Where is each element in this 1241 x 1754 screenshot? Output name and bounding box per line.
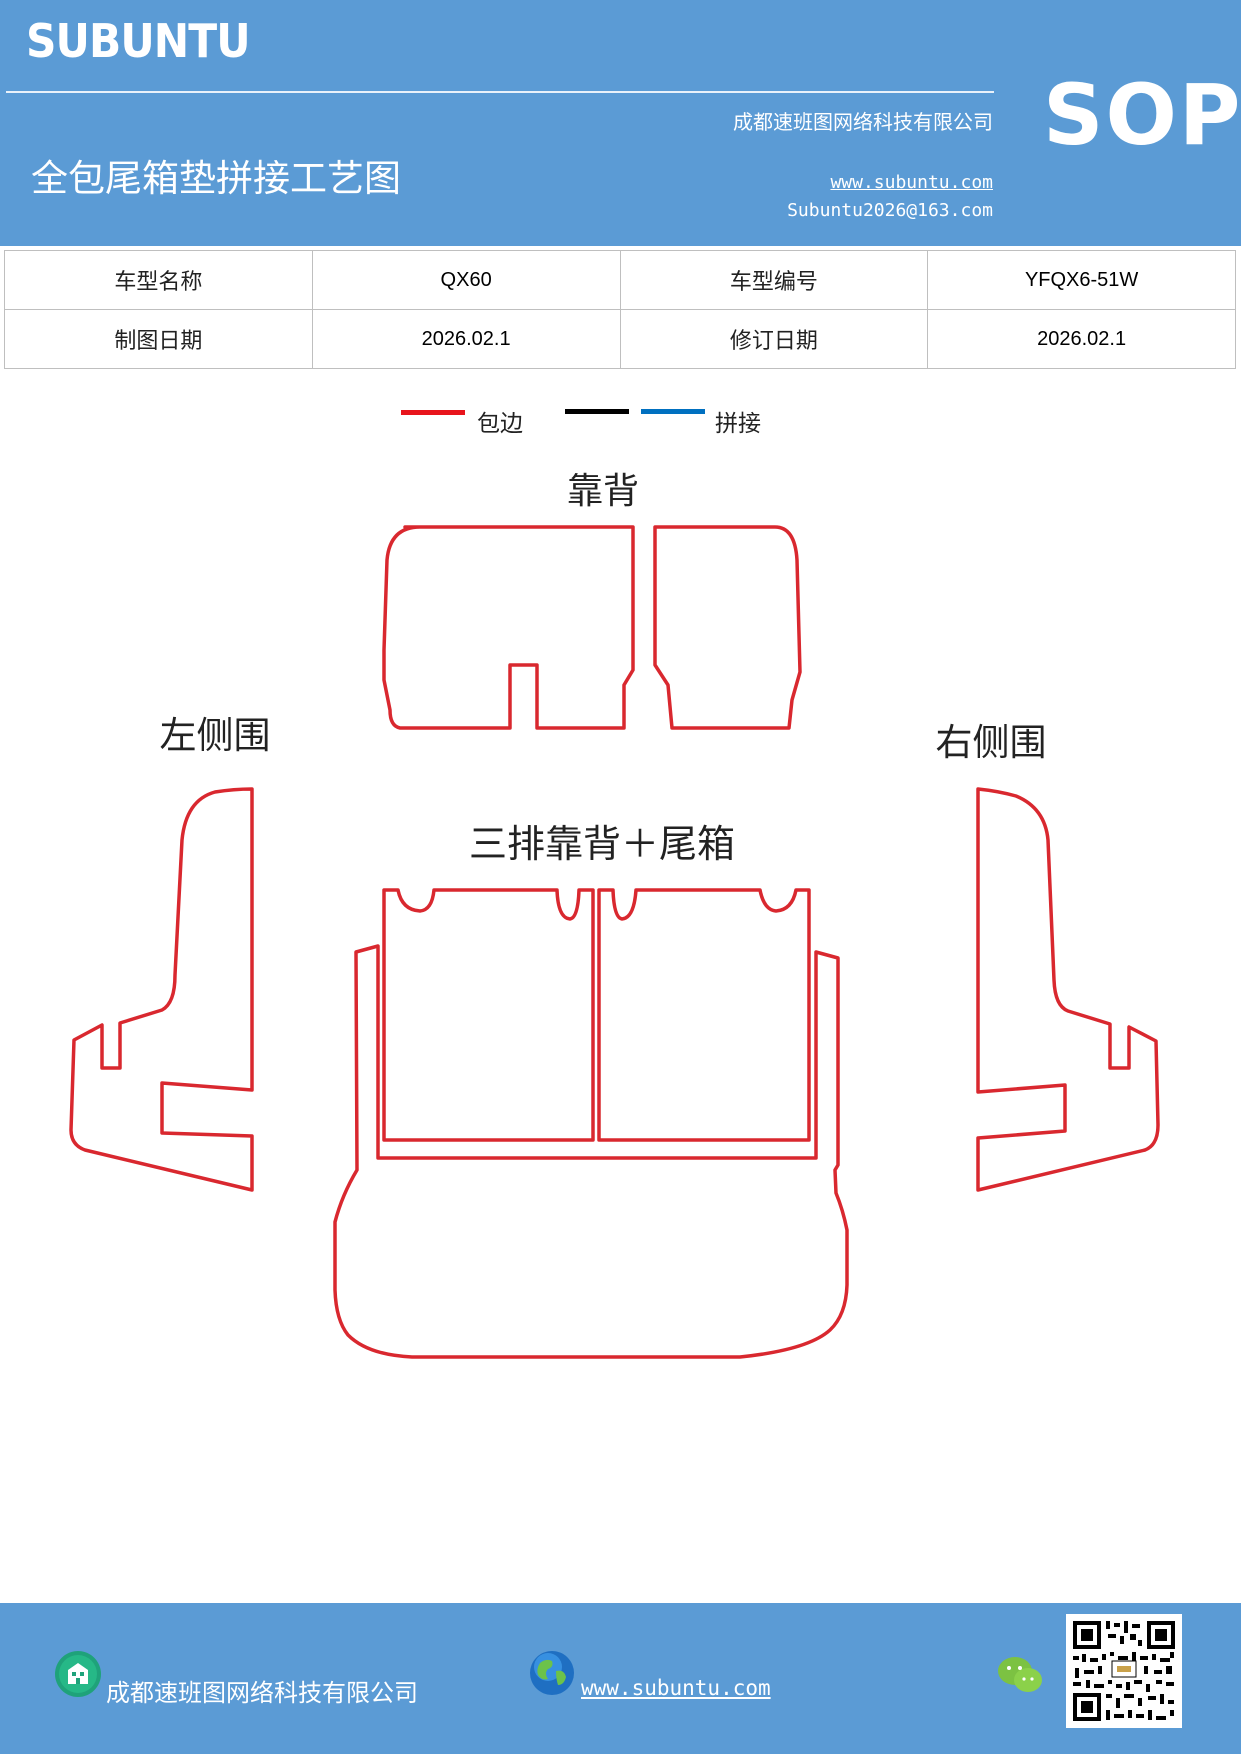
header-website-link[interactable]: www.subuntu.com xyxy=(830,172,993,193)
footer-website-link[interactable]: www.subuntu.com xyxy=(581,1676,771,1700)
model-name-value: QX60 xyxy=(311,250,621,310)
left-side-wall-piece xyxy=(69,787,254,1192)
mat-layout-diagram: 靠背 左侧围 右侧围 三排靠背＋尾箱 xyxy=(69,471,1160,1359)
model-name-label: 车型名称 xyxy=(4,250,313,310)
brand-logo: SUBUNTU xyxy=(26,14,251,68)
revision-date-value: 2026.02.1 xyxy=(927,309,1236,369)
footer-banner: 成都速班图网络科技有限公司 www.subuntu.com xyxy=(0,1603,1241,1754)
header-divider xyxy=(6,91,994,93)
sop-badge: SOP xyxy=(1043,66,1241,164)
model-code-label: 车型编号 xyxy=(619,250,929,310)
qr-code-icon xyxy=(1066,1614,1182,1728)
legend-splice-label: 拼接 xyxy=(715,411,761,437)
legend-black-line xyxy=(565,409,629,414)
header-email: Subuntu2026@163.com xyxy=(787,200,993,221)
table-row: 制图日期 2026.02.1 修订日期 2026.02.1 xyxy=(4,309,1236,369)
header-company: 成都速班图网络科技有限公司 xyxy=(733,110,993,134)
third-row-left-panel xyxy=(382,888,595,1142)
vehicle-info-table: 车型名称 QX60 车型编号 YFQX6-51W 制图日期 2026.02.1 … xyxy=(4,250,1236,369)
backrest-right-piece xyxy=(653,525,802,730)
wechat-icon[interactable] xyxy=(997,1655,1043,1695)
backrest-left-piece xyxy=(382,525,635,730)
third-row-right-panel xyxy=(597,888,811,1142)
trunk-base-piece xyxy=(333,944,849,1359)
right-side-label: 右侧围 xyxy=(936,721,1047,764)
page-title: 全包尾箱垫拼接工艺图 xyxy=(31,157,401,200)
legend-edging-line xyxy=(401,410,465,415)
third-row-trunk-label: 三排靠背＋尾箱 xyxy=(469,822,735,866)
left-side-label: 左侧围 xyxy=(160,714,271,757)
legend-edging-label: 包边 xyxy=(477,411,523,437)
header-banner: SUBUNTU 成都速班图网络科技有限公司 全包尾箱垫拼接工艺图 www.sub… xyxy=(0,0,1241,246)
table-row: 车型名称 QX60 车型编号 YFQX6-51W xyxy=(4,250,1236,310)
draw-date-label: 制图日期 xyxy=(4,309,313,369)
model-code-value: YFQX6-51W xyxy=(927,250,1236,310)
legend-splice-line xyxy=(641,409,705,414)
building-icon xyxy=(55,1651,101,1697)
right-side-wall-piece xyxy=(976,787,1160,1192)
backrest-label: 靠背 xyxy=(567,471,639,512)
globe-icon xyxy=(530,1651,574,1695)
footer-company: 成都速班图网络科技有限公司 xyxy=(106,1679,418,1707)
revision-date-label: 修订日期 xyxy=(619,309,929,369)
draw-date-value: 2026.02.1 xyxy=(311,309,621,369)
